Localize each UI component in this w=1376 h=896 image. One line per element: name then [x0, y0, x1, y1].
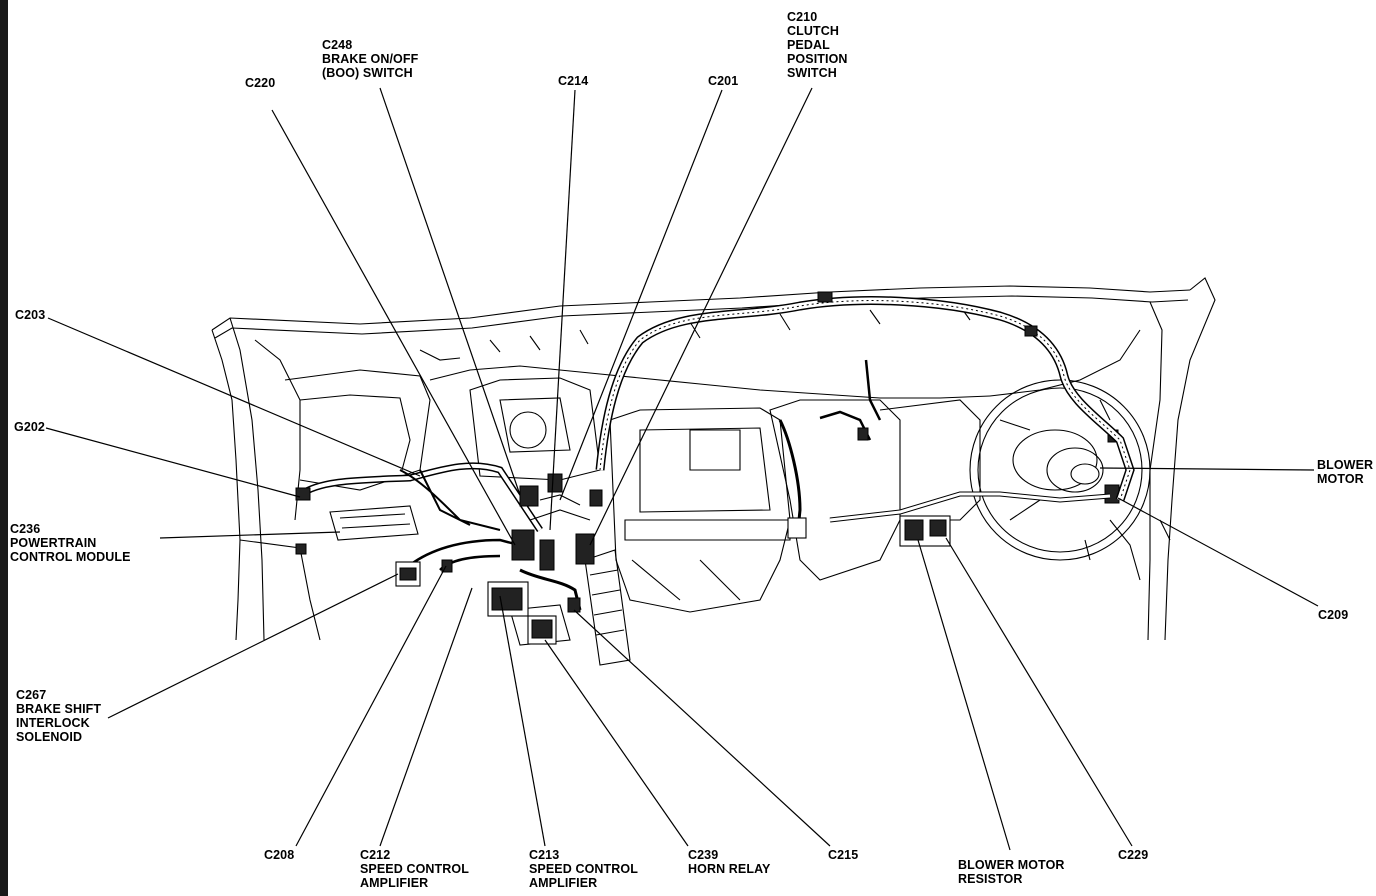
- leader-c201: [559, 89, 723, 501]
- label-c201: C201: [708, 74, 739, 88]
- leader-c215: [573, 609, 831, 847]
- leader-c239: [544, 639, 689, 847]
- label-c220: C220: [245, 76, 276, 90]
- leader-c214: [549, 89, 576, 531]
- leader-c209: [1117, 497, 1319, 607]
- leader-c208: [295, 565, 447, 847]
- leader-c248: [379, 87, 521, 496]
- label-c215: C215: [828, 848, 859, 862]
- left-harness: [295, 462, 603, 645]
- leader-c203: [47, 317, 421, 477]
- leader-blower-motor-resistor: [917, 539, 1011, 851]
- label-c210: C210 CLUTCH PEDAL POSITION SWITCH: [787, 10, 848, 80]
- leader-c210: [589, 87, 813, 546]
- leader-c229: [945, 537, 1133, 847]
- left-edge-bar: [0, 0, 8, 896]
- leader-blower-motor: [1099, 467, 1315, 471]
- label-c229: C229: [1118, 848, 1149, 862]
- label-blower-motor: BLOWER MOTOR: [1317, 458, 1374, 486]
- label-c213: C213 SPEED CONTROL AMPLIFIER: [529, 848, 638, 890]
- dash-outline: [211, 277, 1216, 641]
- label-c203: C203: [15, 308, 46, 322]
- leader-c212: [379, 587, 473, 847]
- label-c239: C239 HORN RELAY: [688, 848, 771, 876]
- label-c214: C214: [558, 74, 589, 88]
- label-c267: C267 BRAKE SHIFT INTERLOCK SOLENOID: [16, 688, 102, 744]
- label-c209: C209: [1318, 608, 1349, 622]
- label-c236: C236 POWERTRAIN CONTROL MODULE: [10, 522, 131, 564]
- leader-c267: [107, 573, 399, 719]
- leader-c213: [499, 595, 546, 847]
- label-c248: C248 BRAKE ON/OFF (BOO) SWITCH: [322, 38, 419, 80]
- blower-motor-drawing: [969, 379, 1171, 581]
- label-blower-motor-resistor: BLOWER MOTOR RESISTOR: [958, 858, 1065, 886]
- leader-c220: [271, 109, 516, 546]
- leader-g202: [45, 427, 301, 498]
- label-g202: G202: [14, 420, 45, 434]
- label-c208: C208: [264, 848, 295, 862]
- label-c212: C212 SPEED CONTROL AMPLIFIER: [360, 848, 469, 890]
- main-harness: [595, 291, 1135, 547]
- leader-c236: [159, 531, 341, 539]
- leader-lines: [45, 87, 1319, 851]
